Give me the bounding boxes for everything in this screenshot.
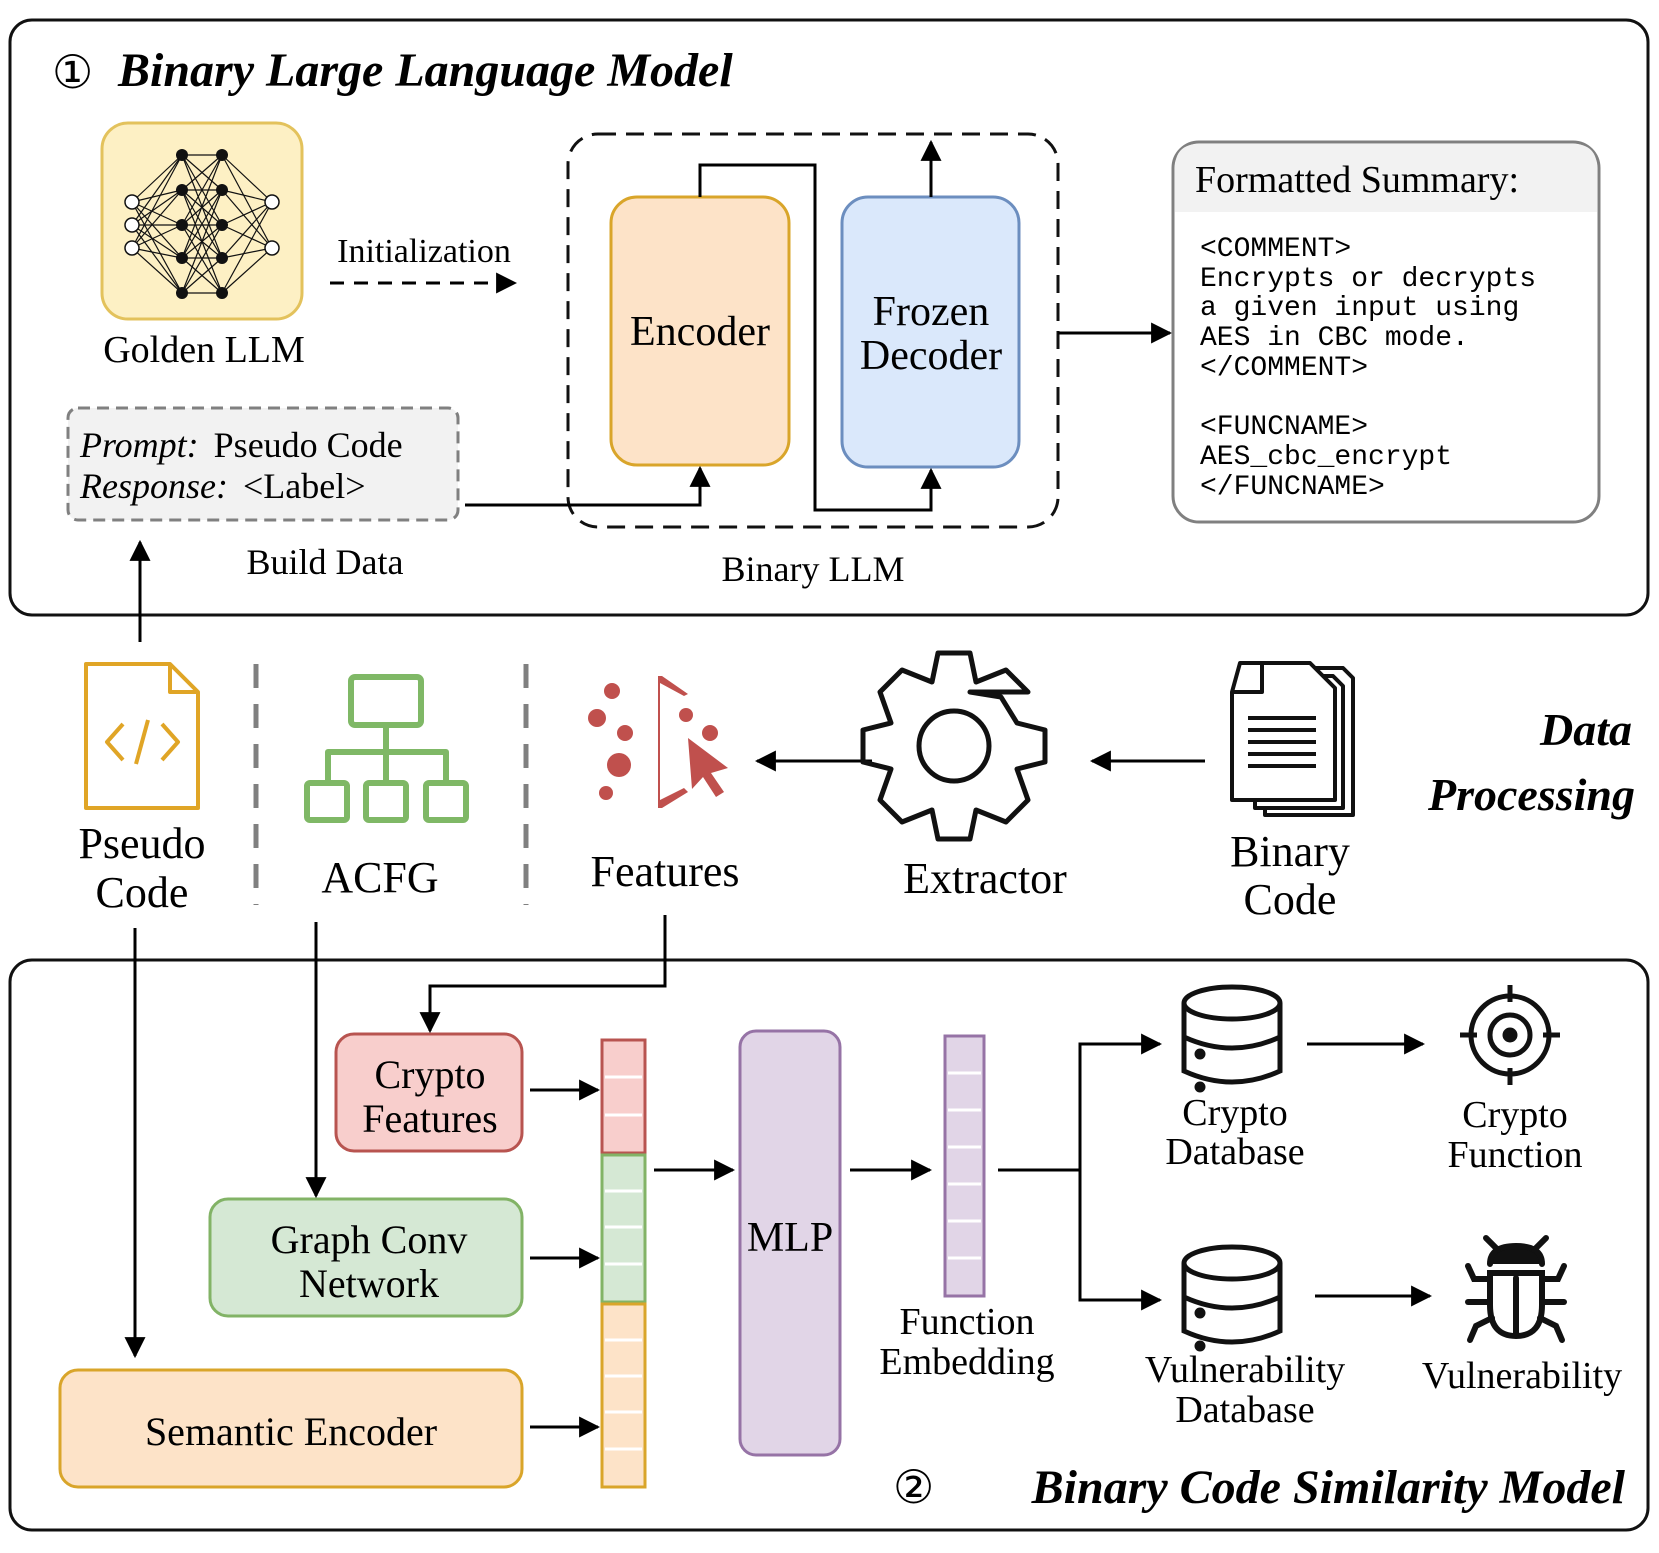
build-data-label: Build Data	[247, 542, 404, 582]
data-processing-title-1: Data	[1539, 704, 1632, 755]
summary-line: </COMMENT>	[1200, 353, 1368, 384]
response-line: Response: <Label>	[79, 466, 366, 506]
decoder-label: Decoder	[860, 333, 1002, 379]
initialization-label: Initialization	[337, 233, 511, 270]
features-label: Features	[590, 847, 739, 896]
encoder-to-decoder-line	[698, 163, 942, 512]
llm-panel	[8, 18, 1650, 617]
crypto-features-block	[334, 1032, 524, 1153]
mlp-block	[738, 1029, 842, 1457]
summary-line: AES in CBC mode.	[1200, 323, 1469, 354]
summary-line: </FUNCNAME>	[1200, 472, 1385, 503]
branch-to-vuln-db	[1078, 1170, 1163, 1311]
bug-icon	[1465, 1235, 1567, 1343]
binary-code-label-2: Code	[1244, 875, 1337, 924]
vuln-db-label-1: Vulnerability	[1145, 1349, 1345, 1391]
llm-panel-number: ①	[52, 47, 93, 98]
frozen-label: Frozen	[873, 289, 990, 335]
summary-line: <COMMENT>	[1200, 234, 1351, 265]
response-value: <Label>	[243, 466, 366, 506]
acfg-label: ACFG	[321, 853, 438, 902]
document-stack-icon	[1230, 661, 1355, 817]
prompt-key: Prompt:	[79, 425, 199, 465]
data-processing-title-2: Processing	[1427, 769, 1635, 820]
llm-panel-title: Binary Large Language Model	[117, 44, 733, 97]
pseudo-code-label-1: Pseudo	[78, 819, 205, 868]
concatenated-vector	[600, 1038, 647, 1489]
similarity-panel	[8, 958, 1650, 1532]
summary-line: Encrypts or decrypts	[1200, 264, 1536, 295]
gcn-block	[208, 1197, 524, 1318]
code-file-icon	[84, 662, 200, 810]
crypto-features-label-2: Features	[362, 1096, 498, 1141]
crypto-db-label-1: Crypto	[1182, 1092, 1288, 1134]
vuln-db-label-2: Database	[1175, 1389, 1314, 1431]
response-key: Response:	[79, 466, 228, 506]
summary-line: a given input using	[1200, 293, 1519, 324]
encoder-label: Encoder	[630, 309, 770, 355]
features-to-crypto-line	[419, 915, 667, 1034]
prompt-line: Prompt: Pseudo Code	[79, 425, 403, 465]
golden-llm-label: Golden LLM	[103, 329, 305, 371]
similarity-panel-number: ②	[893, 1462, 934, 1513]
function-embedding-vector	[943, 1034, 986, 1298]
crypto-function-label-2: Function	[1447, 1134, 1582, 1176]
gear-icon	[860, 650, 1048, 842]
crypto-database-icon	[1181, 984, 1283, 1093]
summary-title: Formatted Summary:	[1195, 159, 1519, 201]
vulnerability-label: Vulnerability	[1422, 1355, 1622, 1397]
crypto-db-label-2: Database	[1165, 1131, 1304, 1173]
binary-llm-label: Binary LLM	[722, 549, 905, 589]
feature-extraction-icon	[588, 676, 728, 808]
binary-llm-container	[566, 132, 1060, 529]
summary-line: AES_cbc_encrypt	[1200, 442, 1452, 473]
function-embedding-label-2: Embedding	[879, 1341, 1054, 1383]
summary-line: <FUNCNAME>	[1200, 412, 1368, 443]
semantic-encoder-label: Semantic Encoder	[145, 1409, 437, 1454]
gcn-label-1: Graph Conv	[271, 1217, 468, 1262]
gcn-label-2: Network	[299, 1261, 439, 1306]
binary-code-label-1: Binary	[1230, 827, 1350, 876]
flowchart-icon	[304, 674, 469, 823]
similarity-panel-title: Binary Code Similarity Model	[1031, 1461, 1626, 1514]
prompt-box	[66, 406, 460, 522]
target-icon	[1460, 985, 1560, 1085]
neural-network-icon	[100, 121, 304, 321]
branch-to-crypto-db	[1078, 1033, 1163, 1170]
prompt-value: Pseudo Code	[214, 425, 403, 465]
mlp-label: MLP	[747, 1215, 833, 1261]
extractor-label: Extractor	[903, 854, 1067, 903]
function-embedding-label-1: Function	[899, 1301, 1034, 1343]
crypto-features-label-1: Crypto	[374, 1052, 485, 1097]
semantic-encoder-block	[58, 1368, 524, 1489]
crypto-function-label-1: Crypto	[1462, 1094, 1568, 1136]
vulnerability-database-icon	[1181, 1244, 1283, 1352]
formatted-summary-box	[1171, 140, 1601, 524]
prompt-to-encoder-line	[465, 465, 711, 507]
pseudo-code-label-2: Code	[96, 868, 189, 917]
